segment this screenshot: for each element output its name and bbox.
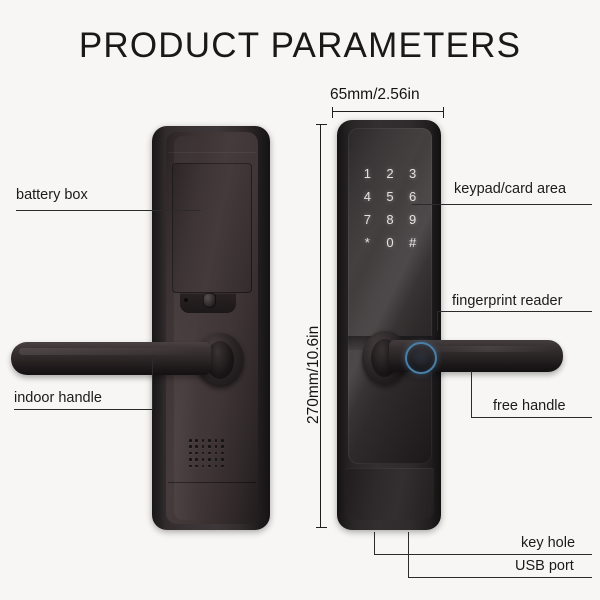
callout-indoor-handle-label: indoor handle bbox=[14, 390, 102, 406]
keypad-key-1: 1 bbox=[363, 166, 371, 181]
keypad-key-3: 3 bbox=[409, 166, 417, 181]
callout-usb-port-label: USB port bbox=[515, 558, 574, 574]
keypad-key-6: 6 bbox=[409, 189, 417, 204]
keypad-key-star: * bbox=[364, 235, 370, 250]
callout-battery-box-label: battery box bbox=[16, 187, 88, 203]
callout-keypad-area-leader bbox=[412, 204, 592, 205]
width-dimension-label: 65mm/2.56in bbox=[330, 86, 420, 103]
keypad-key-8: 8 bbox=[386, 212, 394, 227]
callout-key-hole-leader bbox=[374, 554, 592, 555]
indoor-lock-panel bbox=[11, 126, 270, 530]
top-seam bbox=[168, 152, 256, 153]
callout-key-hole-label: key hole bbox=[521, 535, 576, 551]
speaker-grille bbox=[189, 439, 227, 471]
keypad-key-9: 9 bbox=[409, 212, 417, 227]
callout-indoor-handle-leader-vertical bbox=[152, 355, 153, 409]
callout-fingerprint-leader bbox=[437, 311, 592, 312]
callout-free-handle-label: free handle bbox=[493, 398, 566, 414]
battery-box-cover bbox=[172, 163, 252, 293]
callout-free-handle-leader-vertical bbox=[471, 371, 472, 417]
keypad-key-0: 0 bbox=[386, 235, 394, 250]
height-dimension-bracket bbox=[316, 124, 327, 528]
keypad-key-4: 4 bbox=[363, 189, 371, 204]
keypad-key-hash: # bbox=[409, 235, 417, 250]
free-handle-highlight bbox=[433, 346, 555, 352]
keypad-key-5: 5 bbox=[386, 189, 394, 204]
keypad-key-2: 2 bbox=[386, 166, 394, 181]
callout-battery-box-leader bbox=[16, 210, 201, 211]
callout-usb-port-leader-vertical bbox=[408, 532, 409, 577]
callout-indoor-handle-leader bbox=[14, 409, 153, 410]
indoor-handle-lever bbox=[11, 342, 211, 375]
callout-fingerprint-leader-vertical bbox=[437, 311, 438, 331]
keypad-key-7: 7 bbox=[363, 212, 371, 227]
callout-fingerprint-label: fingerprint reader bbox=[452, 293, 563, 309]
callout-key-hole-leader-vertical bbox=[374, 532, 375, 554]
fingerprint-reader-ring bbox=[405, 342, 437, 374]
reset-pinhole bbox=[184, 298, 188, 302]
lower-bezel bbox=[346, 468, 434, 520]
callout-keypad-area-label: keypad/card area bbox=[454, 181, 567, 197]
callout-usb-port-leader bbox=[408, 577, 592, 578]
callout-free-handle-leader bbox=[471, 417, 592, 418]
indoor-handle-highlight bbox=[19, 348, 197, 355]
page-title: PRODUCT PARAMETERS bbox=[78, 26, 522, 65]
touch-glass-panel bbox=[348, 128, 432, 464]
battery-release-button bbox=[203, 293, 216, 308]
bottom-seam bbox=[168, 482, 256, 483]
width-dimension-bracket bbox=[332, 107, 444, 118]
